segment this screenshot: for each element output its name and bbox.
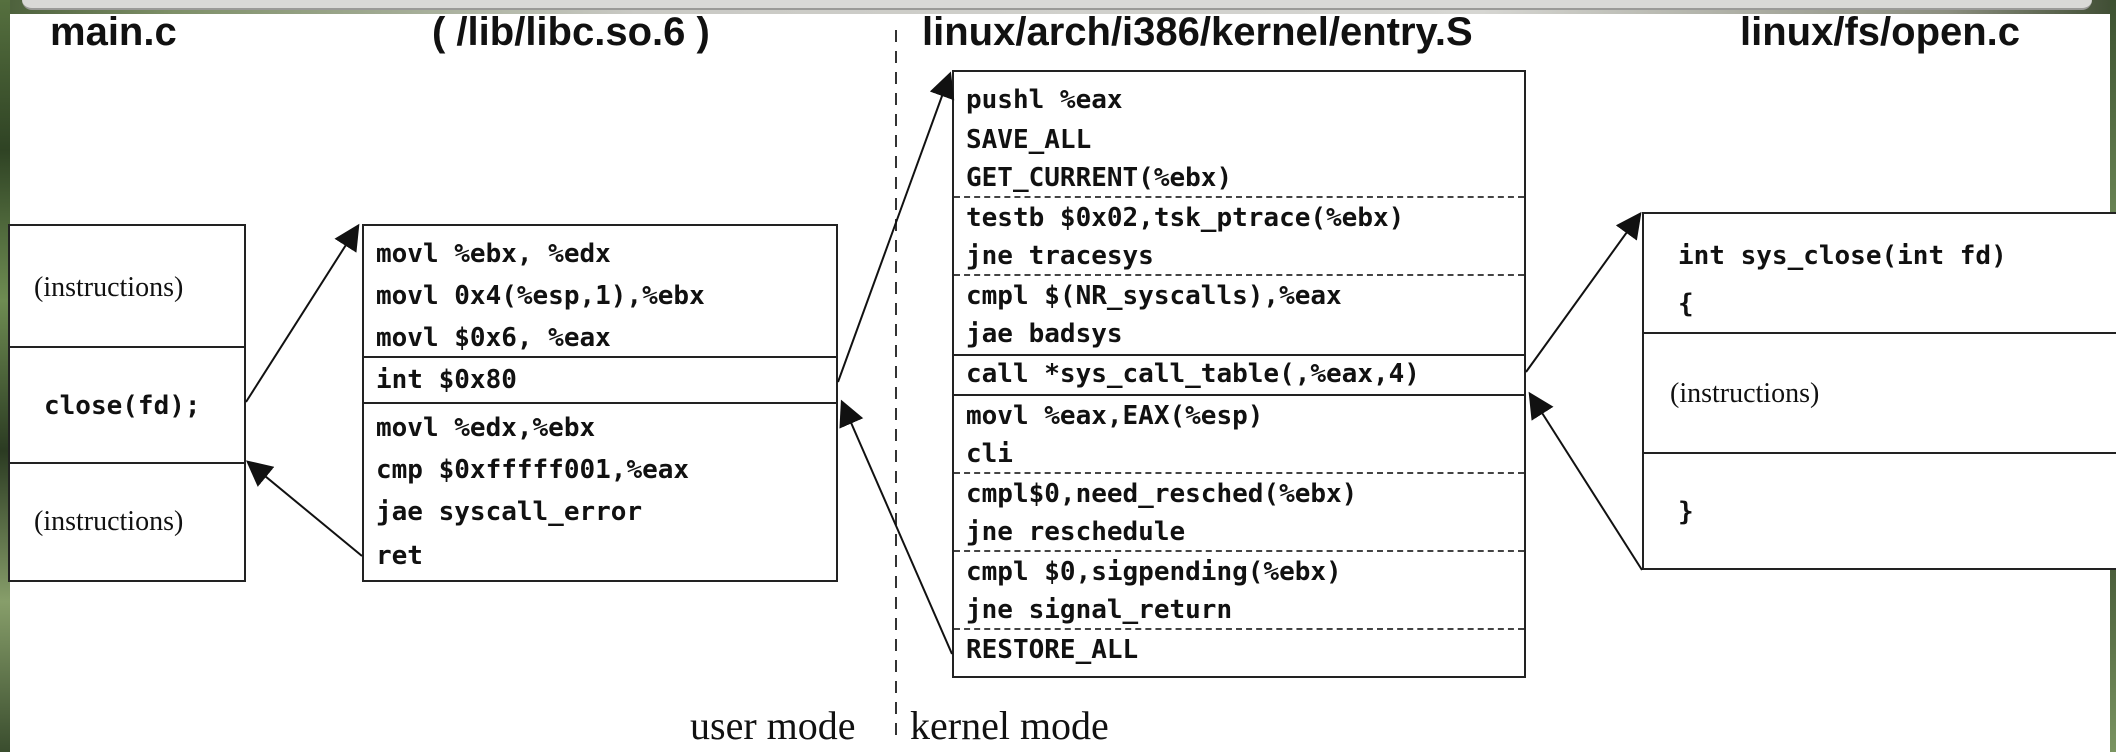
arrow-open-return-to-entry (1528, 391, 1643, 571)
libc-box: movl %ebx, %edx movl 0x4(%esp,1),%ebx mo… (362, 224, 838, 582)
title-open-c: linux/fs/open.c (1740, 10, 2021, 54)
main-close-call: close(fd); (44, 391, 201, 421)
libc-line: cmp $0xfffff001,%eax (376, 455, 690, 485)
background-top-frame (22, 0, 2092, 10)
main-instructions-bottom: (instructions) (34, 506, 184, 537)
open-c-box: int sys_close(int fd) { (instructions) } (1642, 212, 2116, 570)
entry-line: jne tracesys (966, 241, 1154, 271)
open-close-brace: } (1678, 497, 1694, 527)
libc-line: movl $0x6, %eax (376, 323, 611, 353)
entry-line: jae badsys (966, 319, 1123, 349)
title-libc: ( /lib/libc.so.6 ) (432, 10, 710, 54)
open-open-brace: { (1678, 289, 1694, 319)
entry-s-box: pushl %eax SAVE_ALL GET_CURRENT(%ebx) te… (952, 70, 1526, 678)
title-main-c: main.c (50, 10, 177, 54)
entry-line: cmpl $0,sigpending(%ebx) (966, 557, 1342, 587)
title-entry-s: linux/arch/i386/kernel/entry.S (922, 10, 1473, 54)
entry-line: movl %eax,EAX(%esp) (966, 401, 1264, 431)
open-sys-close-signature: int sys_close(int fd) (1678, 241, 2007, 271)
main-c-box: (instructions) close(fd); (instructions) (8, 224, 246, 582)
entry-line: jne reschedule (966, 517, 1186, 547)
libc-line: ret (376, 541, 423, 571)
libc-line: movl %ebx, %edx (376, 239, 611, 269)
user-mode-label: user mode (690, 703, 856, 748)
entry-line: cmpl$0,need_resched(%ebx) (966, 479, 1358, 509)
main-instructions-top: (instructions) (34, 272, 184, 303)
entry-line: SAVE_ALL (966, 125, 1092, 155)
libc-line: movl %edx,%ebx (376, 413, 596, 443)
entry-line: jne signal_return (966, 595, 1233, 625)
arrow-entry-return-to-libc (839, 399, 953, 655)
arrow-main-to-libc (245, 223, 360, 403)
kernel-mode-label: kernel mode (910, 703, 1109, 748)
open-instructions: (instructions) (1670, 378, 1820, 409)
libc-line: jae syscall_error (376, 497, 643, 527)
libc-int80-line: int $0x80 (376, 365, 517, 395)
entry-syscall-table-line: call *sys_call_table(,%eax,4) (966, 359, 1420, 389)
entry-line: cmpl $(NR_syscalls),%eax (966, 281, 1342, 311)
arrow-syscall-to-open (1525, 211, 1642, 373)
entry-line: cli (966, 439, 1013, 469)
entry-line: GET_CURRENT(%ebx) (966, 163, 1233, 193)
arrow-int80-to-entry (837, 71, 955, 383)
entry-line: RESTORE_ALL (966, 635, 1139, 665)
background-left-edge (0, 0, 10, 752)
entry-line: pushl %eax (966, 85, 1123, 115)
libc-line: movl 0x4(%esp,1),%ebx (376, 281, 705, 311)
entry-line: testb $0x02,tsk_ptrace(%ebx) (966, 203, 1405, 233)
arrow-libc-return-to-main (245, 460, 363, 557)
